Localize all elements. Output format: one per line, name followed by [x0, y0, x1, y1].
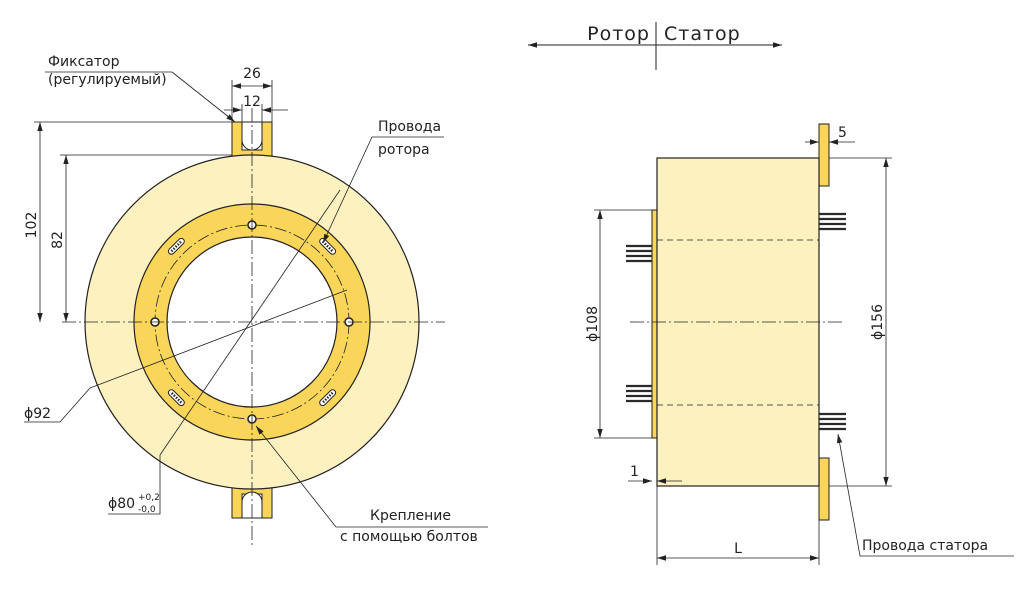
stator-label: Статор — [664, 23, 741, 45]
dim-L-text: L — [734, 541, 742, 557]
side-view: 5 ϕ108 ϕ156 1 L Провода статора — [585, 123, 1014, 565]
rotor-plate — [651, 209, 658, 439]
flange-top — [818, 123, 830, 187]
stator-wires-label: Провода статора — [862, 538, 988, 554]
fixator-label-line1: Фиксатор — [48, 54, 120, 70]
stator-wire-bundle-lower — [819, 412, 846, 431]
dim-82-text: 82 — [50, 231, 66, 249]
rotor-wires-label-line1: Провода — [378, 119, 441, 135]
dim-d108-text: ϕ108 — [585, 306, 601, 342]
mounting-label-line1: Крепление — [370, 508, 451, 524]
dim-d156 — [829, 157, 892, 487]
dim-d108 — [594, 209, 652, 439]
stator-wire-bundle-upper — [819, 212, 846, 231]
dim-L — [656, 486, 820, 565]
dim-1-text: 1 — [630, 464, 639, 480]
dim-d80-tol-upper: +0,2 — [138, 493, 160, 503]
hidden-lines — [657, 239, 819, 406]
dim-d80-tol-lower: -0,0 — [138, 505, 156, 515]
rotor-wire-bundle-upper — [626, 244, 652, 263]
dim-102-text: 102 — [24, 212, 40, 239]
dim-height-102-82 — [34, 121, 232, 322]
dim-12-text: 12 — [243, 94, 261, 110]
rotor-label: Ротор — [587, 23, 650, 45]
rotor-wire-bundle-lower — [626, 384, 652, 403]
dim-d92-text: ϕ92 — [24, 406, 51, 422]
dim-26-text: 26 — [243, 66, 261, 82]
dim-5-text: 5 — [838, 125, 847, 141]
flange-bottom — [818, 457, 830, 521]
mounting-label-line2: с помощью болтов — [340, 529, 478, 545]
front-centerlines — [62, 108, 445, 548]
rotor-wire-slots — [167, 237, 337, 407]
front-view: 26 12 Фиксатор (регулируемый) 102 82 Про… — [24, 54, 488, 548]
fixator-label-line2: (регулируемый) — [48, 72, 167, 88]
rotor-stator-header: Ротор Статор — [528, 22, 782, 70]
dim-d80-text: ϕ80 — [108, 496, 135, 512]
dim-d156-text: ϕ156 — [870, 304, 886, 340]
rotor-wires-label-line2: ротора — [378, 142, 430, 158]
